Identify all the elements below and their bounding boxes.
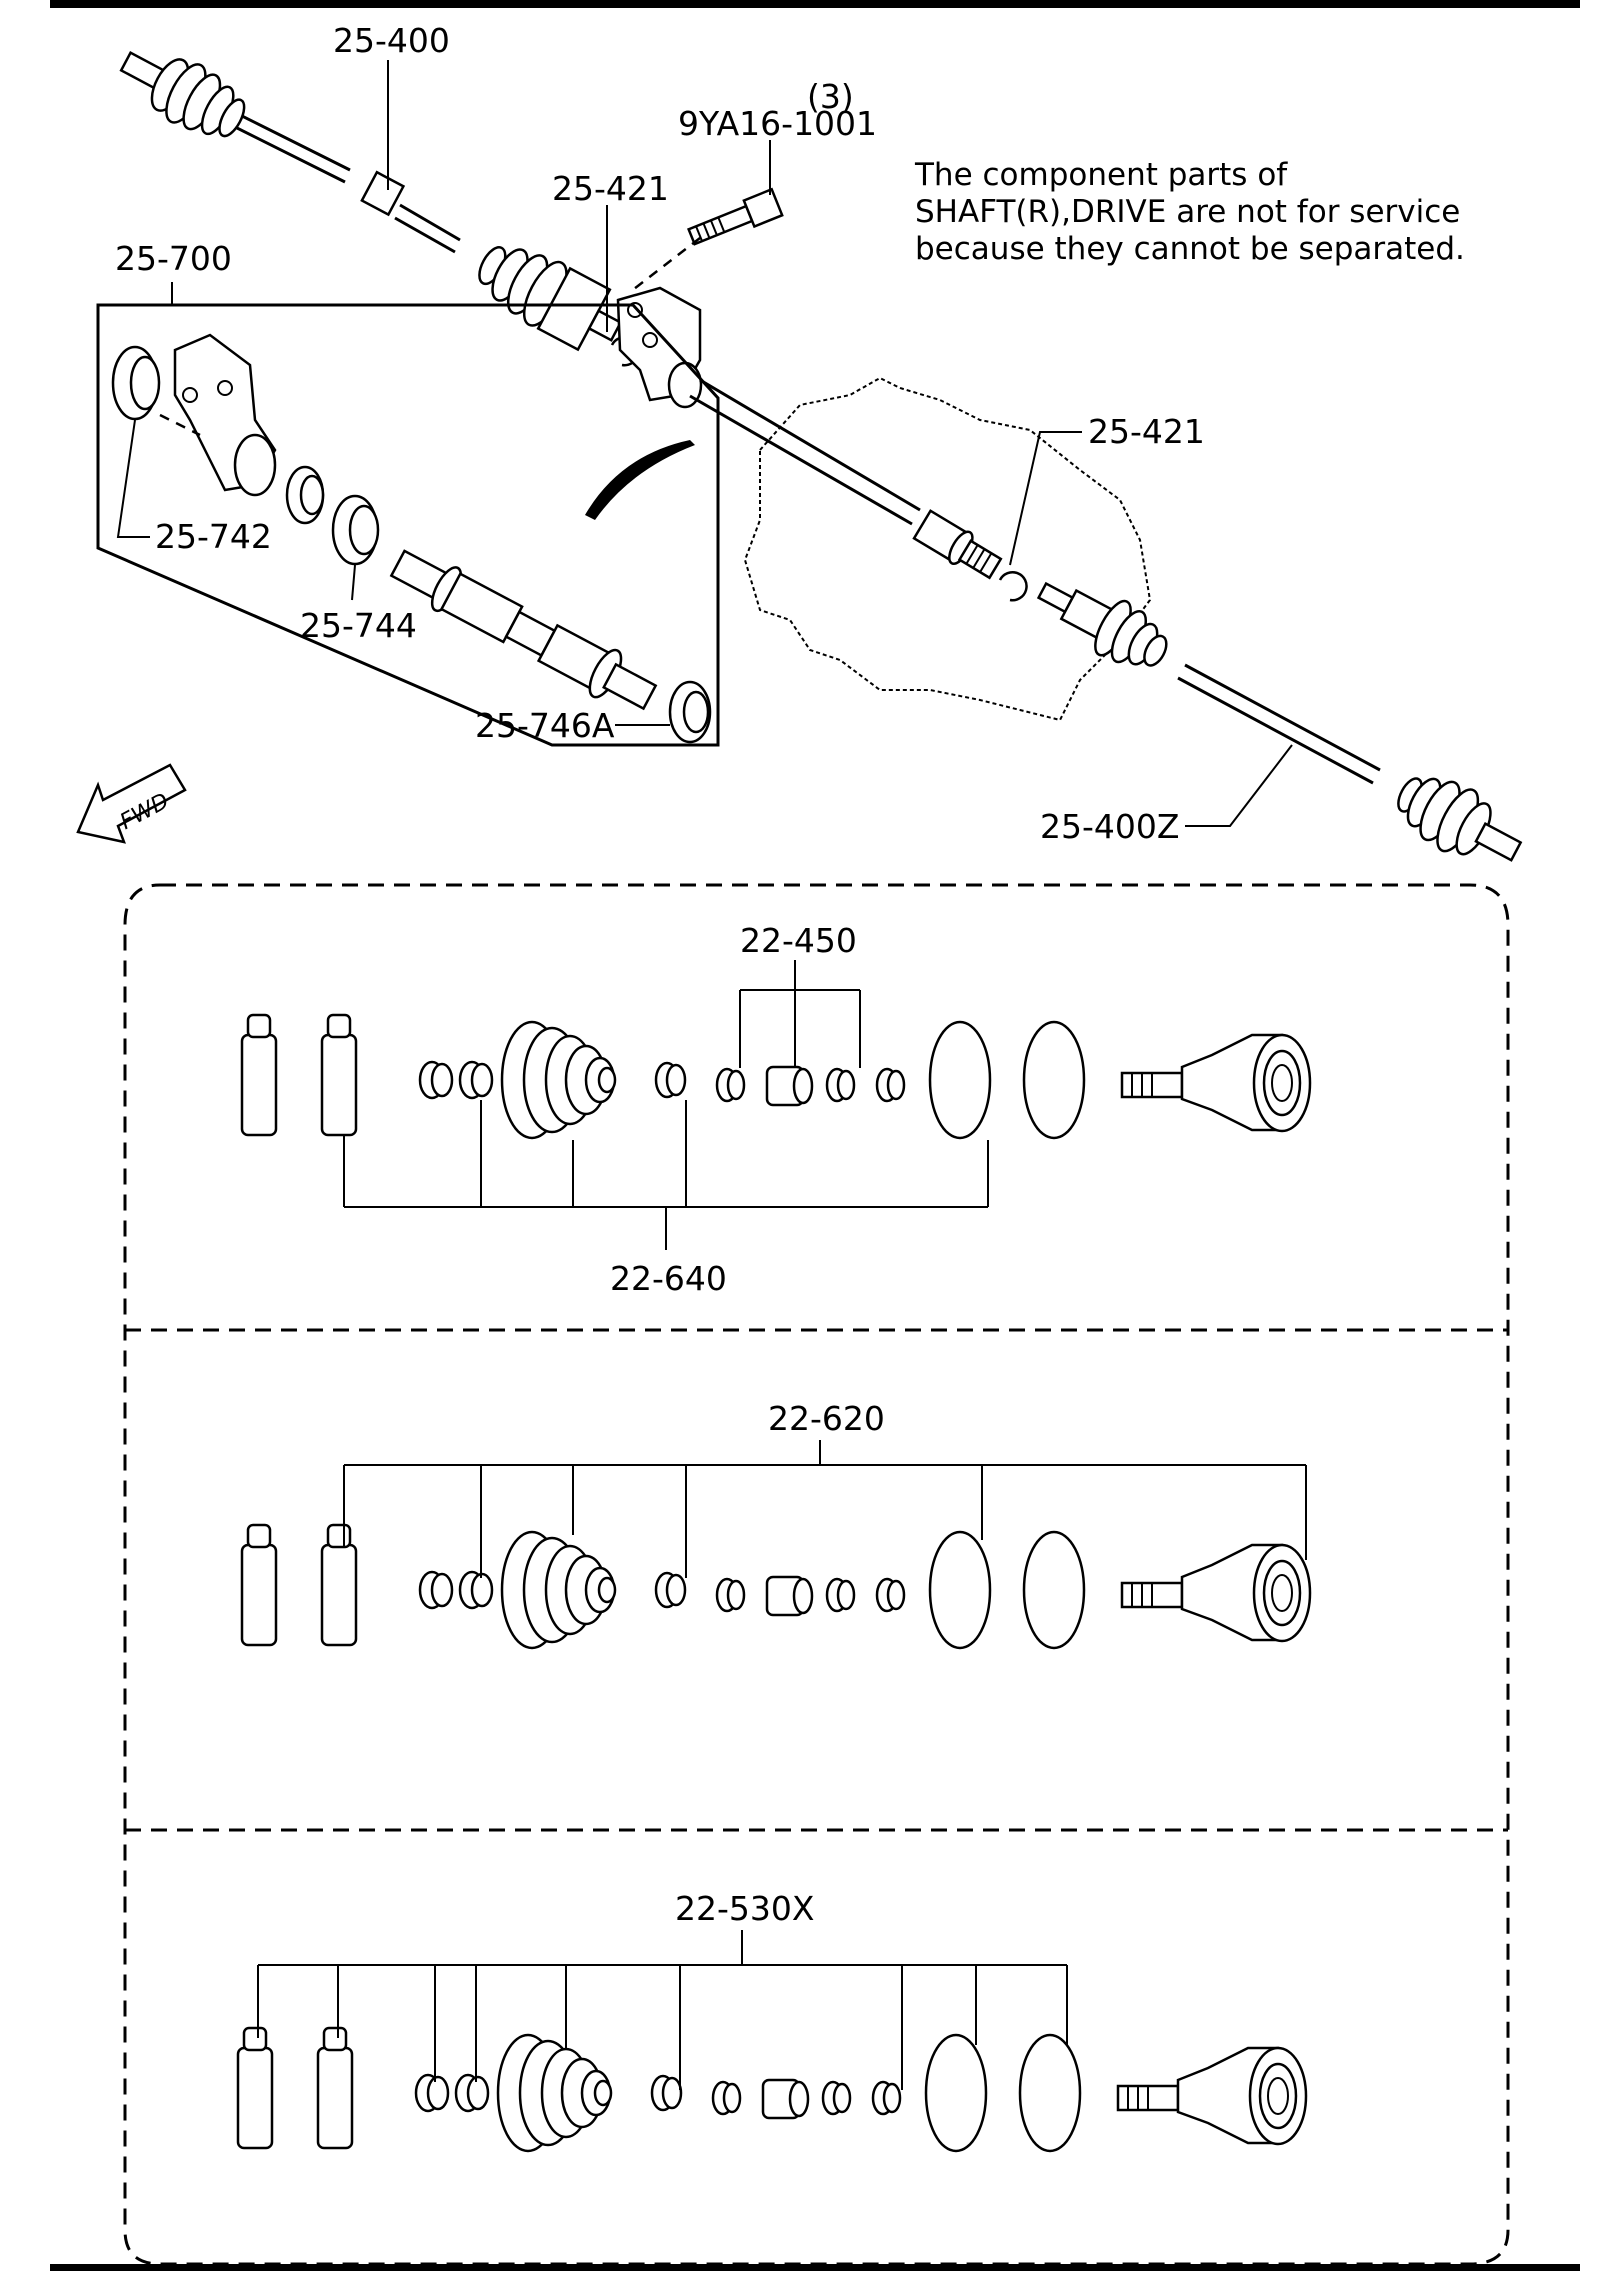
label-22-450: 22-450 [740,921,857,960]
label-25-400: 25-400 [333,21,450,60]
label-25-700: 25-700 [115,239,232,278]
bottom-border [50,2264,1580,2271]
fwd-arrow: FWD [76,763,187,844]
leader-clip-lower [1009,431,1082,566]
detail-arrow [585,440,695,520]
label-22-530x: 22-530X [675,1889,815,1928]
kit2-leaders [343,1440,1307,1578]
drive-shaft-left [119,51,623,352]
note-line-1: The component parts of [914,157,1288,193]
top-border [50,0,1580,8]
label-bolt-qty: (3) [807,77,854,116]
kit1-lower-leaders [343,1100,989,1250]
kits-box [123,883,1510,2266]
inset-box [96,303,720,747]
label-22-640: 22-640 [610,1259,727,1298]
leader-25-742 [116,419,150,538]
leader-25-744 [351,564,356,601]
label-25-742: 25-742 [155,517,272,556]
label-25-744: 25-744 [300,606,417,645]
leader-25-400z [1185,744,1293,827]
kit1-upper-leaders [739,960,861,1068]
inset-parts [111,333,712,744]
kit3-parts [236,2026,1308,2153]
kit2-parts [240,1523,1312,1650]
note-line-2: SHAFT(R),DRIVE are not for service [915,194,1460,230]
transaxle-outline [743,376,1152,722]
label-clip-upper: 25-421 [552,169,669,208]
label-25-400z: 25-400Z [1040,807,1180,846]
note-line-3: because they cannot be separated. [915,231,1465,267]
label-bolt: 9YA16-1001 [678,104,877,143]
bolt [629,187,784,293]
intermediate-shaft [689,378,1003,580]
kit1-parts [240,1013,1312,1140]
clip-lower [998,570,1028,602]
label-25-746a: 25-746A [475,706,615,745]
kit3-leaders [257,1930,1068,2090]
label-clip-lower: 25-421 [1088,412,1205,451]
label-22-620: 22-620 [768,1399,885,1438]
drive-shaft-right [1036,581,1523,862]
